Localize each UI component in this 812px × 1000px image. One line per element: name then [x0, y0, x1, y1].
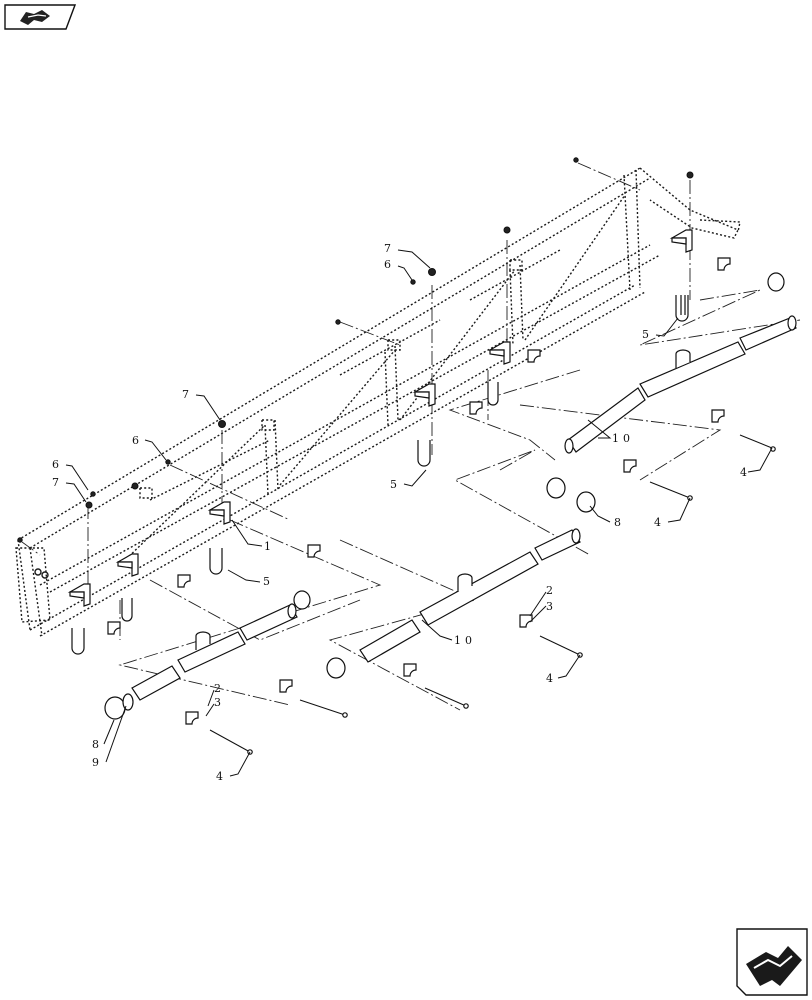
callout-label: 6 [384, 258, 391, 271]
callout-label: 6 [52, 458, 59, 471]
pipe-lower [359, 528, 581, 663]
callout-label: 4 [654, 516, 661, 529]
pipe-left [131, 603, 298, 701]
callout-label: 10 [454, 634, 476, 647]
callout-label: 7 [182, 388, 189, 401]
bolts [209, 434, 776, 755]
end-caps [104, 272, 785, 720]
callout-label: 7 [52, 476, 59, 489]
pipe-upper [564, 315, 797, 454]
next-page-icon[interactable] [736, 928, 808, 996]
callout-label: 7 [384, 242, 391, 255]
nuts-washers [17, 157, 694, 543]
callout-label: 4 [740, 466, 747, 479]
callout-label: 3 [214, 696, 221, 709]
previous-page-icon[interactable] [4, 4, 76, 30]
callout-labels: 7 6 7 6 6 7 5 5 5 1 10 10 4 4 4 4 8 8 9 … [52, 242, 747, 783]
bracket-parts [67, 229, 693, 607]
leader-lines [65, 249, 773, 777]
callout-label: 10 [612, 432, 634, 445]
clamp-halves [107, 257, 731, 725]
u-bolts [71, 295, 689, 655]
callout-label: 9 [92, 756, 99, 769]
callout-label: 8 [614, 516, 621, 529]
callout-label: 4 [546, 672, 553, 685]
callout-label: 5 [390, 478, 397, 491]
callout-label: 4 [216, 770, 223, 783]
callout-label: 8 [92, 738, 99, 751]
callout-label: 5 [642, 328, 649, 341]
callout-label: 5 [263, 575, 270, 588]
callout-label: 2 [546, 584, 553, 597]
callout-label: 2 [214, 682, 221, 695]
boom-truss [15, 167, 741, 637]
callout-label: 3 [546, 600, 553, 613]
callout-label: 6 [132, 434, 139, 447]
callout-label: 1 [264, 540, 271, 553]
